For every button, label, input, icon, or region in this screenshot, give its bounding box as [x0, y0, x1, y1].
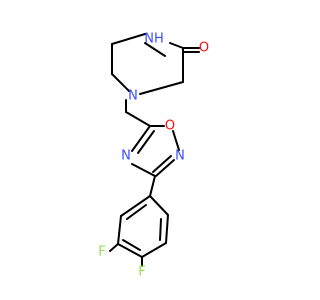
oxadiazole-o-atom-label: O — [165, 119, 175, 134]
bond-phenyl-inner-3 — [126, 204, 147, 220]
bond-phenyl-4 — [117, 243, 143, 258]
bond-phenyl-3 — [141, 242, 167, 258]
bond-ch2-n-piperazine — [139, 81, 184, 95]
oxadiazole-n-lower-atom-label: N — [121, 149, 131, 164]
bond-phenyl-1 — [149, 195, 169, 216]
bond-n-lower-c5-1 — [131, 125, 151, 152]
bond-c3-phenyl — [149, 175, 156, 197]
oxadiazole-n-upper-atom-label: N — [175, 149, 185, 164]
bond-left-top-ch2 — [111, 33, 146, 45]
molecule-structure: NH O N O N N F F — [98, 32, 209, 280]
bonds — [109, 33, 200, 267]
atom-labels: NH O N O N N F F — [98, 32, 209, 280]
carbonyl-o-atom-label: O — [199, 41, 209, 56]
fluorine-para-atom-label: F — [138, 265, 145, 280]
bond-phenyl-inner-2 — [122, 239, 141, 251]
bond-n-piperazine-ch2-left — [111, 73, 130, 92]
bond-phenyl-5 — [117, 215, 122, 245]
piperazine-n-atom-label: N — [128, 89, 138, 104]
fluorine-meta-atom-label: F — [98, 245, 105, 260]
bond-phenyl-6 — [120, 195, 151, 217]
bond-o-ring-n-ring — [172, 130, 180, 151]
bond-phenyl-f-meta — [109, 243, 119, 252]
bond-nh-ch2-top — [144, 42, 166, 57]
bond-phenyl-2 — [165, 214, 169, 244]
bond-phenyl-inner-1 — [159, 218, 162, 241]
nh-atom-label: NH — [144, 32, 164, 47]
bond-c3-n-lower — [131, 163, 156, 177]
bond-n-lower-c5-2 — [137, 130, 155, 154]
bond-methylene-c5 — [125, 111, 151, 127]
bond-n-ring-c3-1 — [155, 159, 175, 177]
bond-n-ring-c3-2 — [152, 155, 172, 173]
bond-nh-c-carbonyl — [169, 42, 184, 49]
